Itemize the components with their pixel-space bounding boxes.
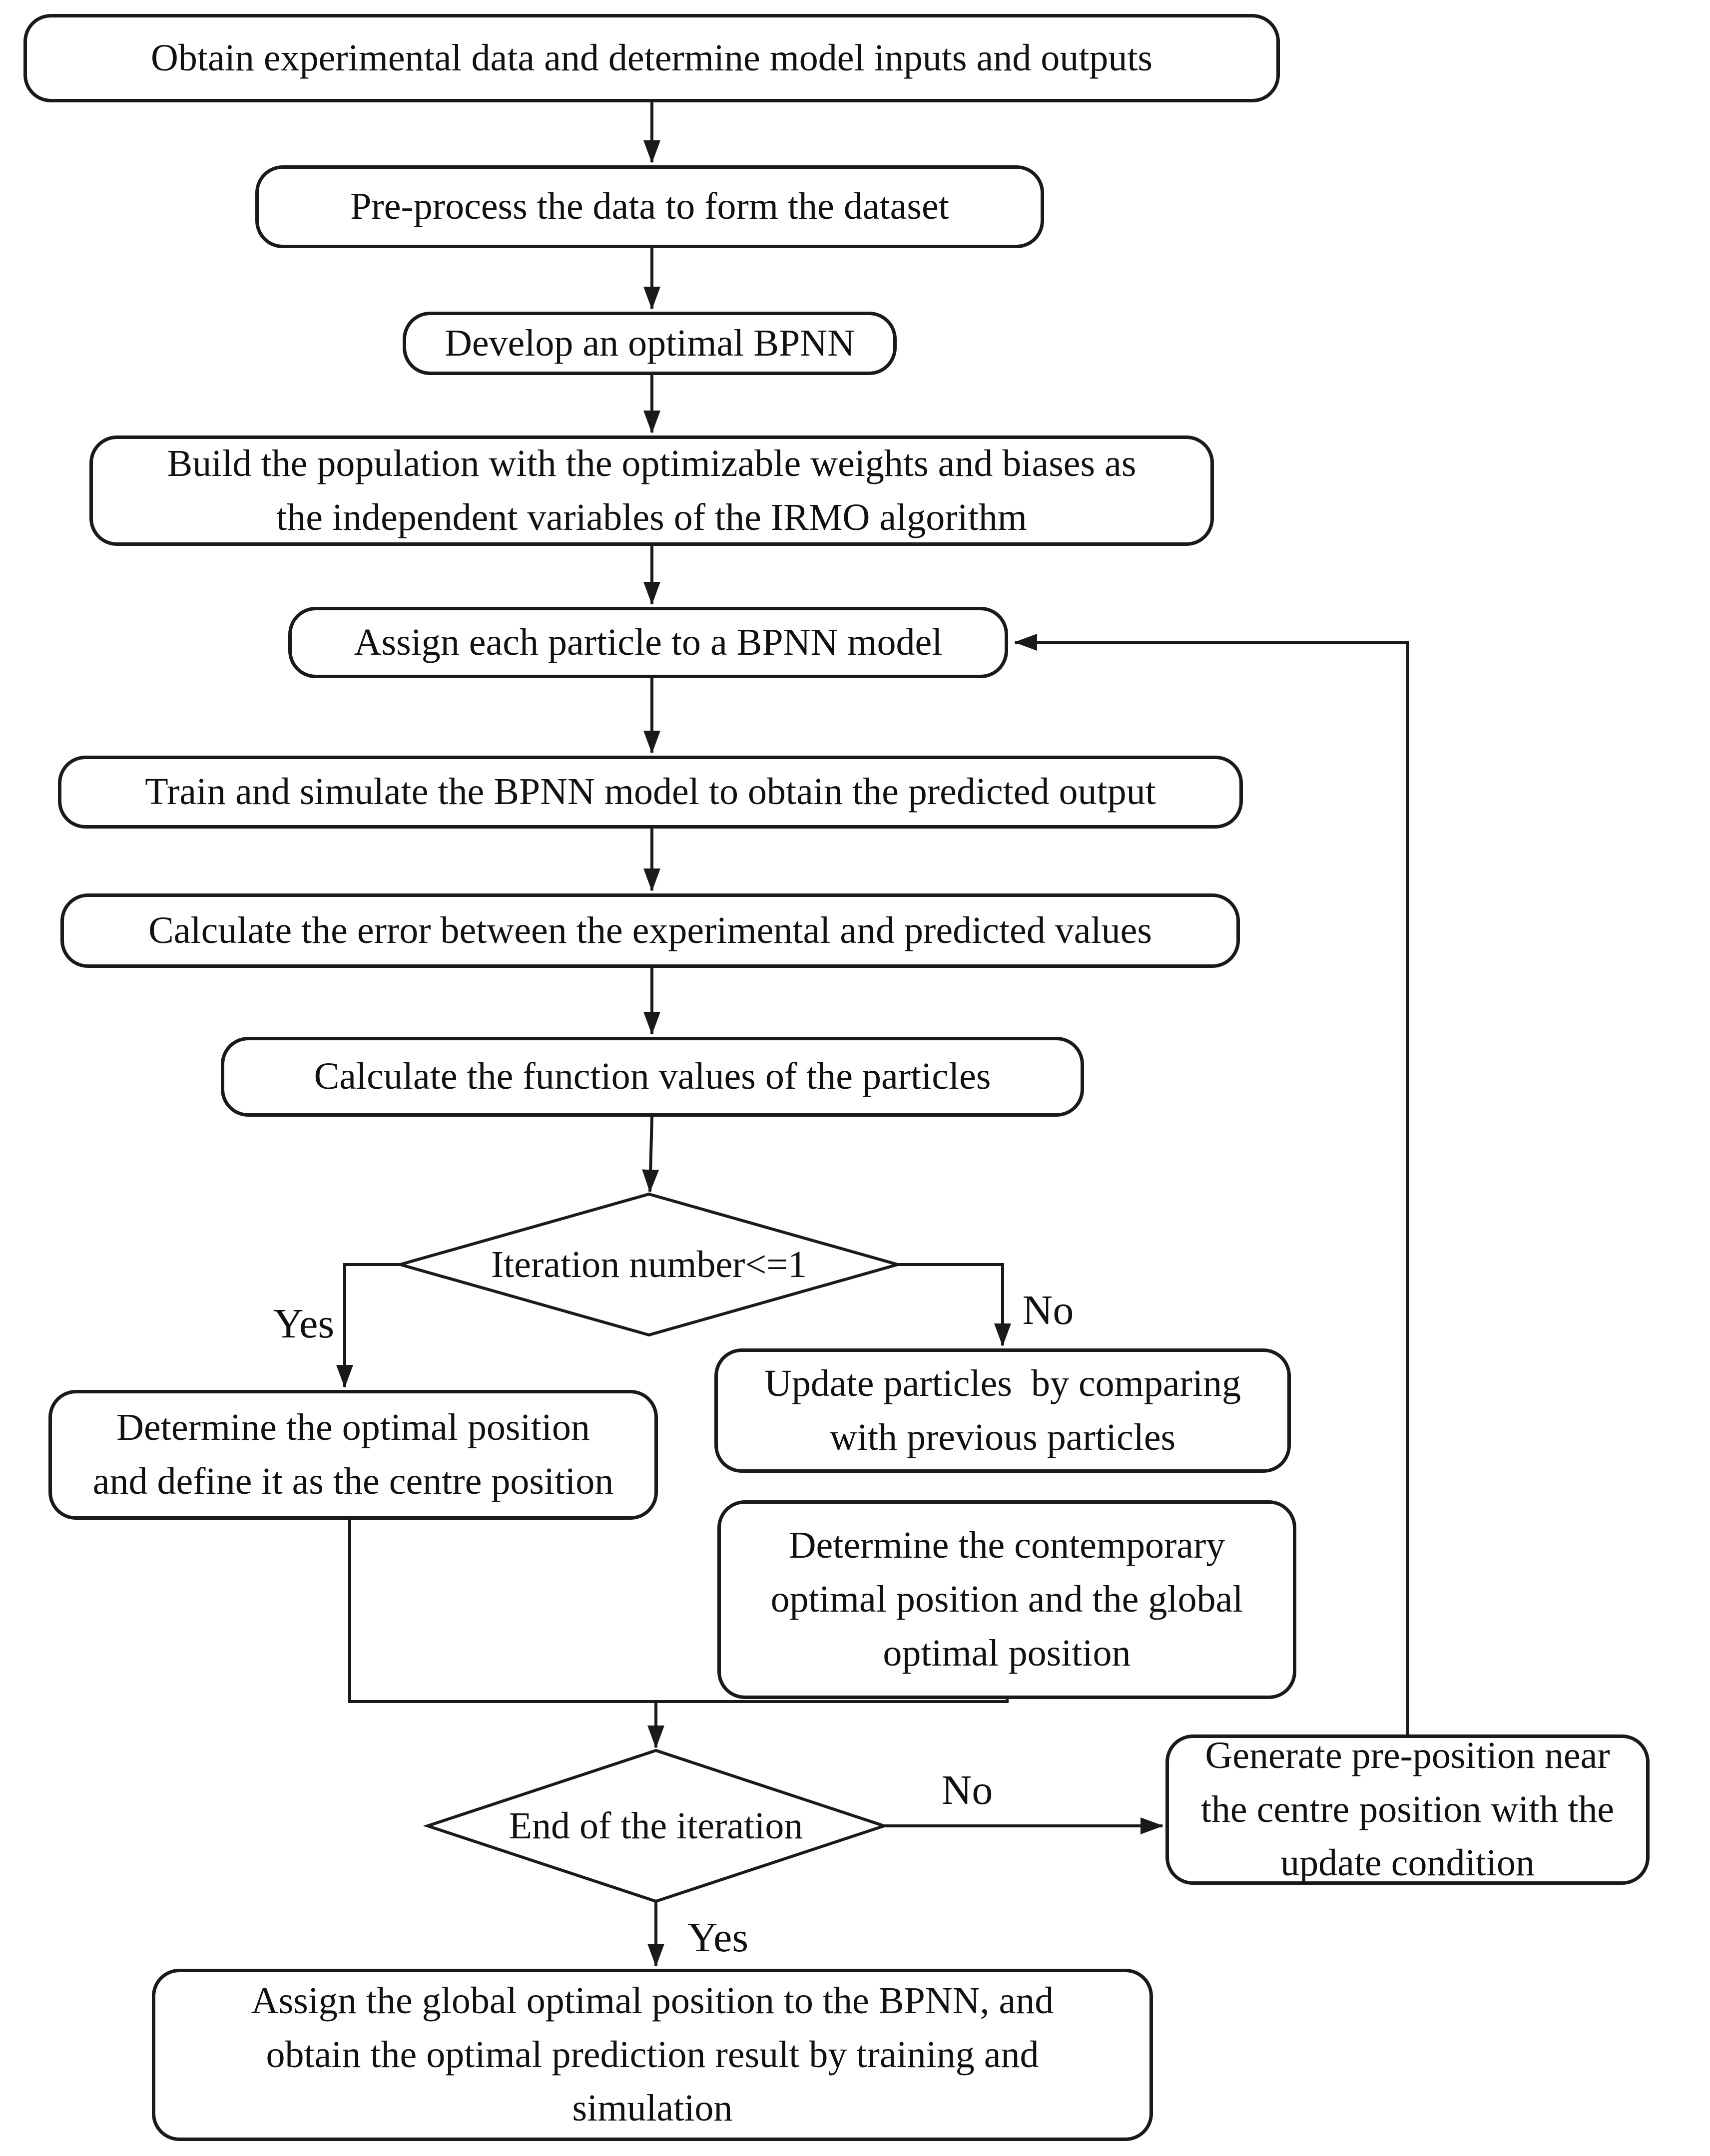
node-calc-error-label: Calculate the error between the experime… — [148, 909, 1152, 951]
node-assign-global-optimal: Assign the global optimal position to th… — [152, 1969, 1153, 2141]
node-obtain-label: Obtain experimental data and determine m… — [150, 36, 1153, 79]
node-build-population: Build the population with the optimizabl… — [89, 435, 1214, 546]
arrow-calc-func-to-iteration-check — [642, 1116, 659, 1193]
node-det-optimal-label: Determine the optimal position and defin… — [92, 1406, 614, 1502]
node-develop-label: Develop an optimal BPNN — [444, 322, 855, 364]
node-train-simulate: Train and simulate the BPNN model to obt… — [58, 756, 1243, 829]
edge-label-iteration-yes: Yes — [273, 1300, 335, 1347]
arrow-iteration-yes-to-det-optimal — [336, 1263, 400, 1388]
node-train-label: Train and simulate the BPNN model to obt… — [145, 771, 1156, 813]
decision-diamond-iteration-check — [394, 1192, 904, 1337]
arrow-iteration-no-to-update — [898, 1263, 1011, 1346]
edge-label-end-no: No — [941, 1766, 993, 1813]
node-determine-contemporary-optimal: Determine the contemporary optimal posit… — [717, 1500, 1296, 1699]
edge-label-iteration-no: No — [1022, 1287, 1074, 1333]
node-assign-particle: Assign each particle to a BPNN model — [288, 607, 1008, 678]
decision-iteration-check-label: Iteration number<=1 — [491, 1243, 807, 1286]
decision-diamond-end-check — [423, 1748, 889, 1903]
node-generate-label: Generate pre-position near the centre po… — [1200, 1734, 1615, 1884]
node-assign-label: Assign each particle to a BPNN model — [354, 621, 943, 663]
node-update-label: Update particles by comparing with previ… — [764, 1362, 1241, 1458]
edge-label-end-yes: Yes — [687, 1914, 749, 1961]
node-determine-optimal-position: Determine the optimal position and defin… — [48, 1390, 658, 1520]
decision-end-check-label: End of the iteration — [509, 1804, 803, 1847]
node-calculate-error: Calculate the error between the experime… — [60, 893, 1240, 968]
node-calculate-function-values: Calculate the function values of the par… — [221, 1037, 1084, 1117]
node-build-label: Build the population with the optimizabl… — [167, 442, 1137, 538]
feedback-arrow-generate-to-assign — [1014, 634, 1409, 1734]
node-det-contemp-label: Determine the contemporary optimal posit… — [770, 1524, 1243, 1674]
merge-connector — [348, 1520, 1009, 1703]
node-obtain-experimental-data: Obtain experimental data and determine m… — [23, 14, 1280, 102]
node-generate-preposition: Generate pre-position near the centre po… — [1165, 1734, 1650, 1885]
node-develop-optimal-bpnn: Develop an optimal BPNN — [403, 312, 897, 375]
node-calc-func-label: Calculate the function values of the par… — [314, 1055, 991, 1098]
node-update-particles: Update particles by comparing with previ… — [714, 1348, 1291, 1473]
node-preprocess-label: Pre-process the data to form the dataset — [350, 185, 949, 228]
node-preprocess-data: Pre-process the data to form the dataset — [255, 165, 1044, 248]
node-assign-global-label: Assign the global optimal position to th… — [251, 1979, 1054, 2130]
